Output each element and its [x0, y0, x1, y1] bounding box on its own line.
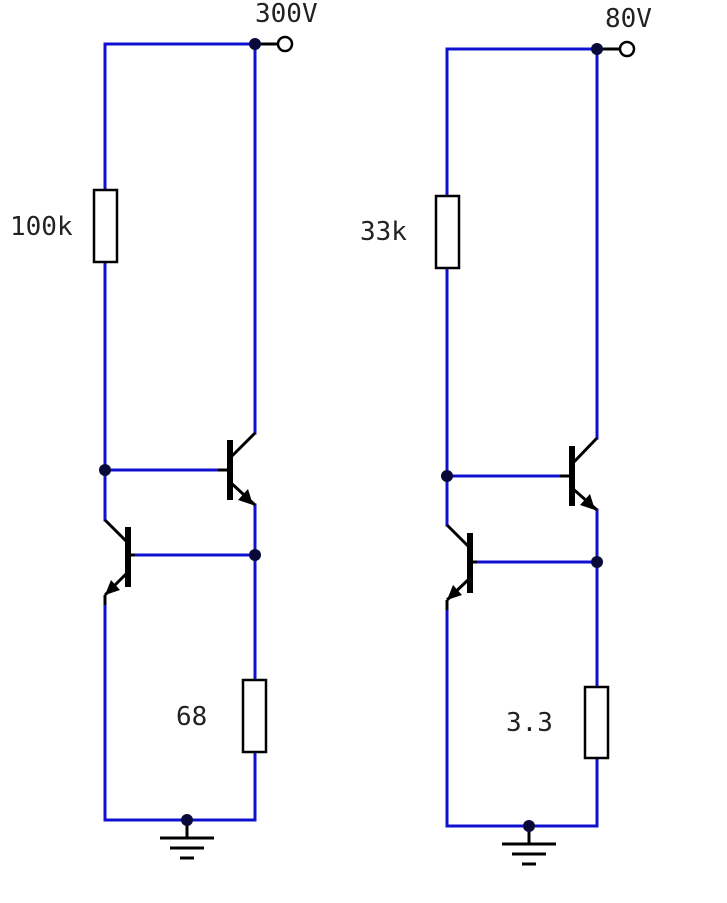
- circuit-left: 300V 100k 68: [10, 0, 318, 860]
- node-dot: [181, 814, 193, 826]
- resistor-top-icon: [92, 188, 119, 264]
- resistor-top-label: 33k: [360, 217, 407, 247]
- transistor-lower-icon: [103, 518, 135, 605]
- supply-label: 80V: [605, 4, 652, 34]
- resistor-bottom-icon: [241, 678, 268, 754]
- supply-terminal-icon: [618, 40, 636, 58]
- transistor-upper-icon: [560, 436, 599, 512]
- transistor-upper-icon: [218, 431, 257, 507]
- resistor-bottom-icon: [583, 685, 610, 760]
- resistor-top-icon: [434, 194, 461, 270]
- supply-label: 300V: [255, 0, 318, 29]
- node-dot: [591, 556, 603, 568]
- node-dot: [523, 820, 535, 832]
- transistor-lower-icon: [445, 523, 477, 610]
- circuit-right: 80V 33k 3.3: [360, 4, 652, 866]
- node-dot: [591, 43, 603, 55]
- node-dot: [441, 470, 453, 482]
- node-dot: [99, 464, 111, 476]
- right-wires: [445, 47, 599, 828]
- resistor-bottom-label: 3.3: [506, 708, 553, 738]
- node-dot: [249, 38, 261, 50]
- resistor-top-label: 100k: [10, 212, 73, 242]
- node-dot: [249, 549, 261, 561]
- resistor-bottom-label: 68: [176, 702, 207, 732]
- left-wires: [103, 42, 257, 822]
- supply-terminal-icon: [276, 35, 294, 53]
